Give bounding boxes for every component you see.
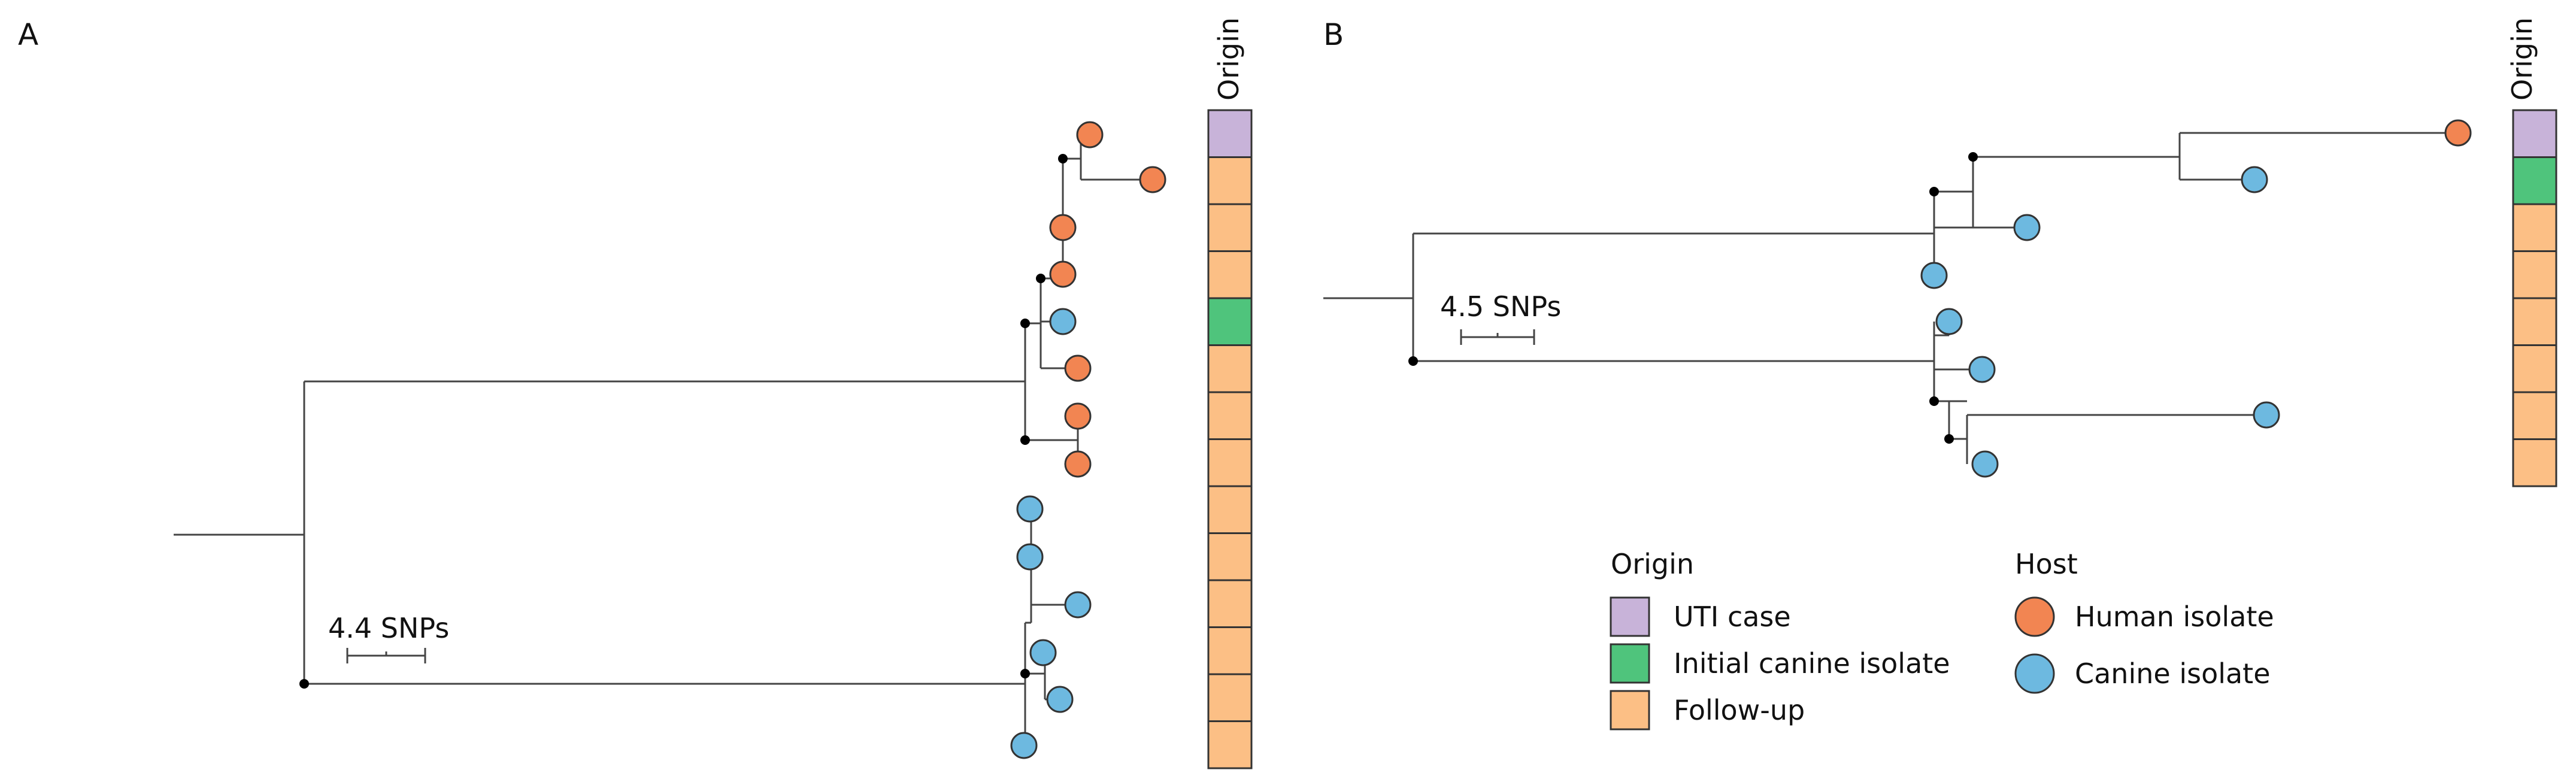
tip-canine [1016, 495, 1044, 523]
tree-node [1036, 274, 1045, 283]
panel-b-origin-strip [2512, 109, 2557, 487]
origin-cell-follow-up [1207, 532, 1253, 581]
origin-cell-follow-up [1207, 485, 1253, 534]
tree-node [1020, 435, 1030, 445]
panel-a-origin-strip [1207, 109, 1253, 769]
legend-swatch-uti-case [1610, 596, 1650, 637]
tip-human [1049, 214, 1077, 241]
origin-cell-initial-canine [2512, 156, 2557, 205]
origin-cell-follow-up [2512, 203, 2557, 252]
panel-b-nodes [1408, 152, 1978, 444]
panel-b-tree [1323, 132, 2458, 464]
legend-origin-label: UTI case [1674, 601, 1791, 633]
tip-human [1076, 121, 1104, 148]
panel-b-tips [1920, 119, 2472, 478]
origin-cell-follow-up [1207, 344, 1253, 393]
legend-marker-canine [2014, 653, 2055, 694]
tip-canine [1016, 543, 1044, 571]
origin-cell-initial-canine [1207, 297, 1253, 346]
origin-cell-follow-up [2512, 344, 2557, 393]
panel-a-nodes [299, 154, 1068, 689]
tree-node [1968, 152, 1978, 162]
tip-human [1064, 354, 1092, 382]
tip-canine [1010, 732, 1038, 759]
origin-cell-uti-case [2512, 109, 2557, 158]
origin-cell-follow-up [1207, 579, 1253, 628]
panel-a-origin-header: Origin [1213, 17, 1245, 101]
tree-node [1020, 319, 1030, 328]
legend-swatch-follow-up [1610, 690, 1650, 731]
tip-canine [1935, 308, 1963, 335]
tip-canine [1968, 356, 1996, 383]
panel-a-tips [1010, 121, 1166, 759]
tip-canine [2013, 214, 2041, 241]
tree-node [1058, 154, 1068, 163]
tree-node [1408, 356, 1418, 366]
panel-b-scale-bar: 4.5 SNPs [1440, 290, 1561, 345]
origin-cell-follow-up [1207, 720, 1253, 769]
panel-b-label: B [1323, 17, 1344, 52]
tip-human [1064, 402, 1092, 430]
panel-a-scale-label: 4.4 SNPs [328, 612, 449, 644]
tip-human [1049, 260, 1077, 288]
origin-cell-follow-up [2512, 250, 2557, 299]
legend-host-label: Canine isolate [2075, 657, 2271, 690]
origin-cell-follow-up [1207, 673, 1253, 722]
legend-swatch-initial-canine [1610, 643, 1650, 684]
origin-cell-follow-up [1207, 203, 1253, 252]
origin-cell-follow-up [1207, 438, 1253, 487]
panel-a: A Origin [18, 17, 1253, 769]
tip-human [2444, 119, 2472, 147]
origin-cell-follow-up [2512, 297, 2557, 346]
tip-canine [2253, 401, 2280, 429]
tree-node [1929, 187, 1939, 196]
legend-host-title: Host [2015, 548, 2078, 580]
tip-canine [1049, 308, 1077, 335]
tree-node [299, 679, 309, 689]
legend-origin-label: Initial canine isolate [1674, 647, 1950, 680]
panel-a-tree [174, 135, 1153, 745]
panel-b-origin-header: Origin [2506, 17, 2538, 101]
tip-canine [1971, 450, 1999, 478]
origin-cell-follow-up [1207, 156, 1253, 205]
tip-human [1139, 166, 1166, 193]
legend-origin-label: Follow-up [1674, 694, 1805, 726]
tip-canine [1046, 686, 1074, 713]
panel-b-scale-label: 4.5 SNPs [1440, 290, 1561, 323]
legend-origin-title: Origin [1611, 548, 1694, 580]
tree-node [1944, 434, 1954, 444]
origin-cell-follow-up [1207, 250, 1253, 299]
tip-human [1064, 450, 1092, 478]
origin-cell-uti-case [1207, 109, 1253, 158]
panel-a-label: A [18, 17, 38, 52]
tip-canine [1029, 639, 1057, 666]
tree-node [1020, 669, 1030, 678]
origin-cell-follow-up [1207, 391, 1253, 440]
legend-host-label: Human isolate [2075, 601, 2274, 633]
panel-b: B Origin [1323, 17, 2557, 487]
tip-canine [2241, 166, 2268, 193]
origin-cell-follow-up [2512, 438, 2557, 487]
panel-a-scale-bar: 4.4 SNPs [328, 612, 449, 663]
origin-cell-follow-up [1207, 626, 1253, 675]
legend-marker-human [2014, 596, 2055, 637]
tree-node [1929, 396, 1939, 406]
origin-cell-follow-up [2512, 391, 2557, 440]
tip-canine [1920, 262, 1948, 289]
tip-canine [1064, 591, 1092, 619]
